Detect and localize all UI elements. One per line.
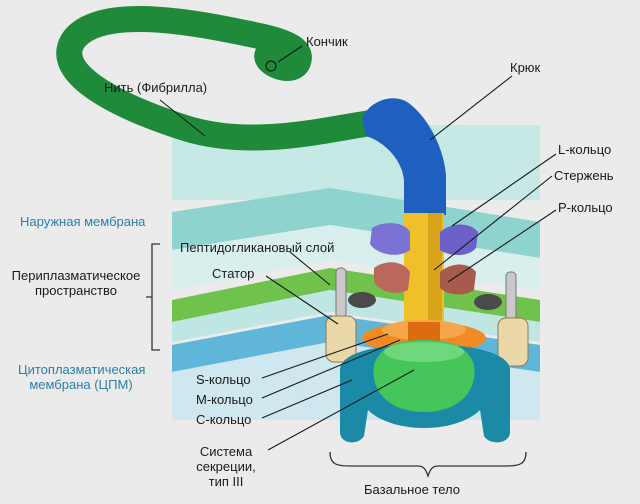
leader-c-ring xyxy=(261,379,353,419)
label-p-ring: P-кольцо xyxy=(558,200,613,215)
leader-lines xyxy=(159,45,557,451)
leader-hook xyxy=(429,75,513,141)
rod-shade xyxy=(428,213,442,333)
leader-t3ss xyxy=(267,369,415,451)
stator-right-body xyxy=(497,317,529,367)
label-filament: Нить (Фибрилла) xyxy=(104,80,208,95)
label-cpm-line1: Цитоплазматическая xyxy=(18,362,146,377)
label-tip: Кончик xyxy=(306,34,348,49)
stator-right-post xyxy=(505,271,517,323)
label-cpm: Цитоплазматическая мембрана (ЦПМ) xyxy=(18,362,146,392)
leader-tip xyxy=(277,45,303,63)
filament xyxy=(56,6,391,151)
label-stator: Статор xyxy=(212,266,255,281)
p-ring-right xyxy=(440,264,476,295)
label-t3ss-line3: тип III xyxy=(208,474,244,489)
leader-stator xyxy=(265,275,339,325)
leader-rod xyxy=(433,175,553,271)
label-l-ring: L-кольцо xyxy=(558,142,612,157)
label-t3ss-line1: Система xyxy=(199,444,253,459)
periplasm-bracket xyxy=(146,243,160,351)
hook xyxy=(362,98,446,215)
label-hook: Крюк xyxy=(510,60,541,75)
label-outer-membrane: Наружная мембрана xyxy=(20,214,146,229)
label-rod: Стержень xyxy=(554,168,614,183)
ms-ring-collar xyxy=(408,322,440,344)
stator-right xyxy=(474,271,529,367)
l-ring-left xyxy=(370,223,410,255)
leader-p-ring xyxy=(447,209,557,283)
label-periplasm-line1: Периплазматическое xyxy=(11,268,141,283)
label-s-ring: S-кольцо xyxy=(196,372,251,387)
stator-right-base xyxy=(474,294,502,310)
label-peptidoglycan: Пептидогликановый слой xyxy=(180,240,335,255)
peptidoglycan-layer xyxy=(172,268,540,322)
stator-left-post xyxy=(335,267,347,319)
label-basal-body: Базальное тело xyxy=(364,482,460,497)
label-c-ring: C-кольцо xyxy=(196,412,252,427)
l-ring-right xyxy=(440,224,478,255)
filament-tip-curl xyxy=(263,48,290,73)
leader-filament xyxy=(159,99,206,137)
leader-s-ring xyxy=(261,333,389,379)
basal-body-brace xyxy=(329,451,527,479)
export-apparatus-top xyxy=(384,342,464,362)
label-periplasm-line2: пространство xyxy=(34,283,118,298)
p-ring-left xyxy=(374,262,410,293)
tip-circle xyxy=(265,60,277,72)
leader-l-ring xyxy=(451,153,557,227)
label-cpm-line2: мембрана (ЦПМ) xyxy=(29,377,133,392)
stator-left-body xyxy=(325,315,357,363)
label-t3ss: Система секреции, тип III xyxy=(188,444,264,489)
leader-m-ring xyxy=(261,339,401,399)
stator-left xyxy=(325,267,376,363)
label-periplasm: Периплазматическое пространство xyxy=(6,268,146,298)
stator-left-base xyxy=(348,292,376,308)
label-m-ring: M-кольцо xyxy=(196,392,253,407)
label-t3ss-line2: секреции, xyxy=(196,459,256,474)
leader-peptidoglycan xyxy=(289,251,331,286)
